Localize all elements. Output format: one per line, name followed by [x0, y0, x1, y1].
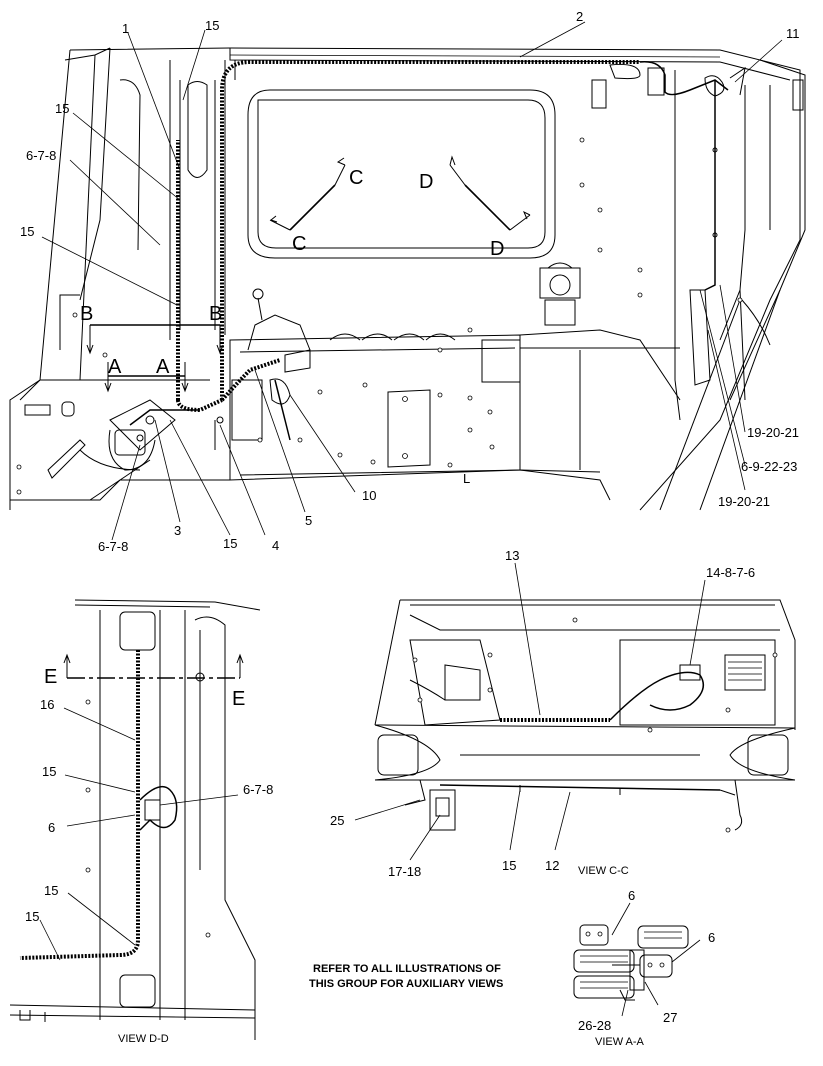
view-aa [573, 902, 701, 1017]
callout-cc-14-8-7-6: 14-8-7-6 [706, 565, 755, 580]
callout-dd-15-b: 15 [44, 883, 58, 898]
section-c-upper: C [349, 167, 363, 189]
view-label-cc: VIEW C-C [578, 865, 629, 877]
callout-15-left-b: 15 [20, 224, 34, 239]
section-e-right: E [232, 688, 245, 710]
main-leaders [41, 21, 783, 541]
callout-2: 2 [576, 9, 583, 24]
callout-3: 3 [174, 523, 181, 538]
callout-19-20-21-bottom: 19-20-21 [718, 494, 770, 509]
callout-6-7-8-bottom: 6-7-8 [98, 539, 128, 554]
callout-cc-25: 25 [330, 813, 344, 828]
callout-cc-15: 15 [502, 858, 516, 873]
callout-cc-13: 13 [505, 548, 519, 563]
callout-15-left-a: 15 [55, 101, 69, 116]
note-line-2: THIS GROUP FOR AUXILIARY VIEWS [309, 978, 503, 990]
callout-6-7-8-left: 6-7-8 [26, 148, 56, 163]
view-labels: VIEW D-D VIEW C-C VIEW A-A REFER TO ALL … [118, 865, 645, 1048]
callout-dd-16: 16 [40, 697, 54, 712]
section-marks: A A B B C C D D E E L [44, 167, 504, 710]
callout-11: 11 [786, 26, 800, 41]
callout-dd-6-7-8: 6-7-8 [243, 782, 273, 797]
section-b-right: B [209, 303, 222, 325]
callout-5: 5 [305, 513, 312, 528]
section-a-right: A [156, 356, 170, 378]
callout-4: 4 [272, 538, 279, 553]
callout-aa-26-28: 26-28 [578, 1018, 611, 1033]
section-c-lower: C [292, 233, 306, 255]
section-a-left: A [108, 356, 122, 378]
callout-15-top: 15 [205, 18, 219, 33]
callout-6-9-22-23: 6-9-22-23 [741, 459, 797, 474]
view-label-aa: VIEW A-A [595, 1036, 645, 1048]
callout-1: 1 [122, 21, 129, 36]
section-d-upper: D [419, 171, 433, 193]
callout-dd-6: 6 [48, 820, 55, 835]
view-label-dd: VIEW D-D [118, 1033, 169, 1045]
section-e-left: E [44, 666, 57, 688]
callout-cc-17-18: 17-18 [388, 864, 421, 879]
callout-cc-12: 12 [545, 858, 559, 873]
callout-15-bottom: 15 [223, 536, 237, 551]
callout-labels: 1 15 2 11 15 6-7-8 15 6-7-8 3 15 4 5 10 … [20, 9, 800, 1033]
callout-dd-15-a: 15 [42, 764, 56, 779]
callout-aa-6-a: 6 [628, 888, 635, 903]
callout-19-20-21-right: 19-20-21 [747, 425, 799, 440]
mark-l: L [463, 471, 470, 486]
section-d-lower: D [490, 238, 504, 260]
view-cc [354, 562, 796, 861]
note-line-1: REFER TO ALL ILLUSTRATIONS OF [313, 963, 501, 975]
main-view [9, 47, 806, 511]
section-b-left: B [80, 303, 93, 325]
main-bolts [16, 137, 643, 495]
callout-aa-6-b: 6 [708, 930, 715, 945]
callout-10: 10 [362, 488, 376, 503]
callout-dd-15-c: 15 [25, 909, 39, 924]
view-dd [9, 599, 261, 1040]
callout-aa-27: 27 [663, 1010, 677, 1025]
